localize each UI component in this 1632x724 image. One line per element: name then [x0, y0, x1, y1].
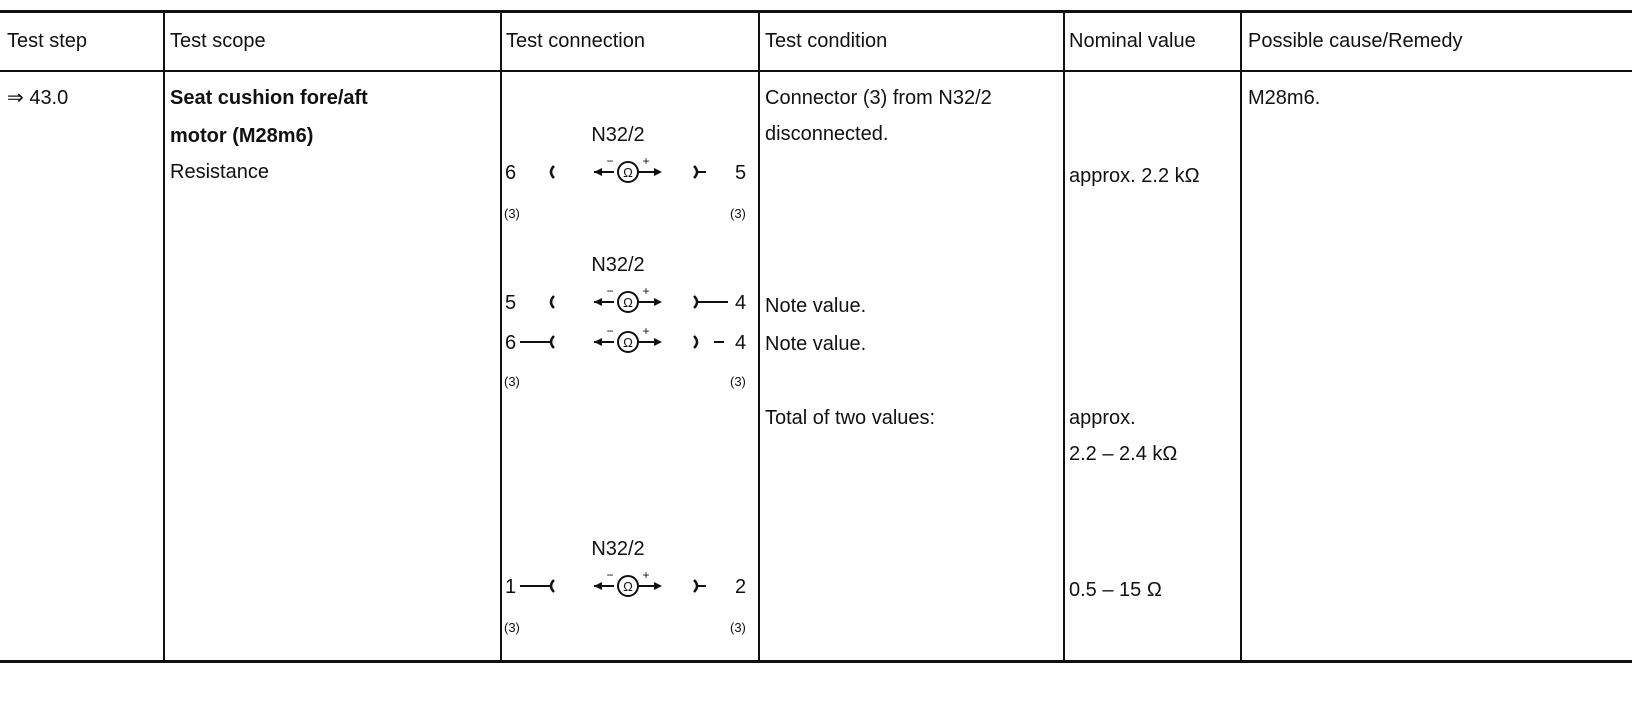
- left-arrow-icon: [594, 338, 602, 346]
- condition-1-line1: Connector (3) from N32/2: [765, 87, 992, 109]
- ohmmeter-symbol: Ω − +: [549, 284, 728, 313]
- col-sep-2: [500, 10, 502, 662]
- col-sep-4: [1063, 10, 1065, 662]
- left-pin: 1: [505, 576, 517, 598]
- nominal-value-2-line2: 2.2 – 2.4 kΩ: [1069, 443, 1178, 465]
- right-pin: 4: [735, 332, 747, 354]
- component-name: N32/2: [591, 538, 645, 560]
- ohm-glyph: Ω: [623, 335, 633, 350]
- connector-label-left: (3): [504, 620, 520, 635]
- right-socket-icon: [693, 579, 699, 593]
- table-top-rule: [0, 10, 1632, 13]
- col-sep-1: [163, 10, 165, 662]
- left-plug-icon: [549, 579, 555, 593]
- nominal-value-2-line1: approx.: [1069, 407, 1136, 429]
- right-arrow-icon: [654, 582, 662, 590]
- left-arrow-icon: [594, 582, 602, 590]
- left-arrow-icon: [594, 298, 602, 306]
- col-sep-3: [758, 10, 760, 662]
- component-name: N32/2: [591, 124, 645, 146]
- component-name: N32/2: [591, 254, 645, 276]
- plus-sign: +: [642, 154, 649, 168]
- header-test-condition: Test condition: [765, 30, 888, 52]
- test-scope-subtitle: Resistance: [170, 161, 269, 183]
- ohmmeter-symbol: Ω − +: [549, 154, 706, 183]
- minus-sign: −: [606, 568, 613, 582]
- test-step-number: ⇒ 43.0: [7, 87, 69, 109]
- col-sep-5: [1240, 10, 1242, 662]
- remedy-text: M28m6.: [1248, 87, 1321, 109]
- header-possible-cause: Possible cause/Remedy: [1248, 30, 1463, 52]
- header-nominal-value: Nominal value: [1069, 30, 1196, 52]
- right-pin: 5: [735, 162, 747, 184]
- condition-3: Note value.: [765, 333, 867, 355]
- left-plug-icon: [549, 165, 555, 179]
- header-test-scope: Test scope: [170, 30, 266, 52]
- left-plug-icon: [549, 335, 555, 349]
- ohm-glyph: Ω: [623, 579, 633, 594]
- right-arrow-icon: [654, 298, 662, 306]
- plus-sign: +: [642, 284, 649, 298]
- left-pin: 6: [505, 162, 517, 184]
- nominal-value-1: approx. 2.2 kΩ: [1069, 165, 1200, 187]
- header-test-step: Test step: [7, 30, 88, 52]
- right-socket-icon: [693, 295, 699, 309]
- condition-1-line2: disconnected.: [765, 123, 889, 145]
- table-bottom-rule: [0, 660, 1632, 663]
- connector-label-left: (3): [504, 206, 520, 221]
- right-pin: 4: [735, 292, 747, 314]
- nominal-value-3: 0.5 – 15 Ω: [1069, 579, 1162, 601]
- test-scope-title-line2: motor (M28m6): [170, 125, 314, 147]
- connector-label-left: (3): [504, 374, 520, 389]
- left-plug-icon: [549, 295, 555, 309]
- condition-4: Total of two values:: [765, 407, 936, 429]
- minus-sign: −: [606, 154, 613, 168]
- left-arrow-icon: [594, 168, 602, 176]
- minus-sign: −: [606, 284, 613, 298]
- minus-sign: −: [606, 324, 613, 338]
- right-arrow-icon: [654, 338, 662, 346]
- plus-sign: +: [642, 568, 649, 582]
- plus-sign: +: [642, 324, 649, 338]
- ohmmeter-symbol: Ω − +: [520, 324, 724, 353]
- right-socket-icon: [693, 165, 699, 179]
- left-pin: 6: [505, 332, 517, 354]
- connector-label-right: (3): [730, 620, 746, 635]
- right-arrow-icon: [654, 168, 662, 176]
- connector-label-right: (3): [730, 374, 746, 389]
- condition-2: Note value.: [765, 295, 867, 317]
- right-pin: 2: [735, 576, 747, 598]
- ohm-glyph: Ω: [623, 165, 633, 180]
- right-socket-icon: [693, 335, 699, 349]
- ohmmeter-symbol: Ω − +: [520, 568, 706, 597]
- test-scope-title-line1: Seat cushion fore/aft: [170, 87, 368, 109]
- left-pin: 5: [505, 292, 517, 314]
- header-bottom-rule: [0, 70, 1632, 72]
- connector-label-right: (3): [730, 206, 746, 221]
- header-test-connection: Test connection: [506, 30, 645, 52]
- ohm-glyph: Ω: [623, 295, 633, 310]
